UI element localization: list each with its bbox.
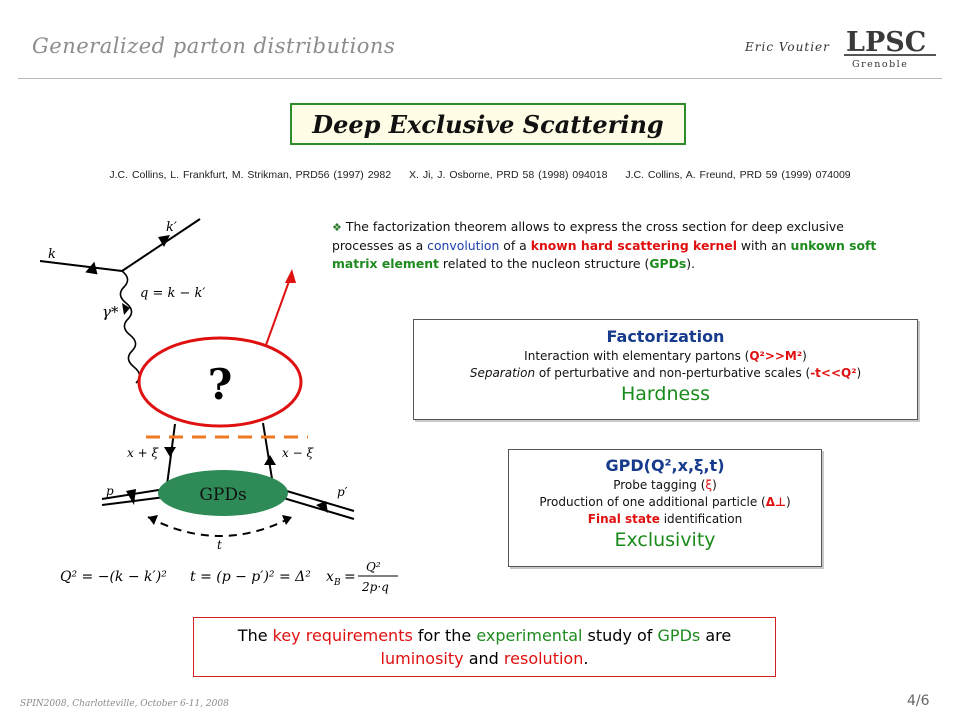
- reference-1: J.C. Collins, L. Frankfurt, M. Strikman,…: [109, 169, 392, 181]
- label-q-eq: q = k − k′: [140, 286, 205, 301]
- gpd-blob-label: GPDs: [199, 485, 246, 505]
- slide-title: Deep Exclusive Scattering: [290, 103, 686, 145]
- intro-paragraph: ❖The factorization theorem allows to exp…: [332, 219, 877, 271]
- author-name: Eric Voutier: [745, 40, 830, 54]
- reference-2: X. Ji, J. Osborne, PRD 58 (1998) 094018: [408, 169, 608, 181]
- gpd-box: GPD(Q²,x,ξ,t) Probe tagging (ξ) Producti…: [508, 449, 822, 567]
- label-x-plus-xi: x + ξ: [127, 446, 159, 460]
- formula-xb-sub: B: [333, 578, 341, 588]
- dvcs-diagram: k k′ γ* q = k − k′ ? x + ξ x − ξ p p′ GP…: [39, 218, 398, 594]
- label-x-minus-xi: x − ξ: [282, 446, 314, 460]
- reference-3: J.C. Collins, A. Freund, PRD 59 (1999) 0…: [625, 169, 851, 181]
- formula-xb-lhs: x: [326, 569, 334, 585]
- gpd-line-2: Production of one additional particle (Δ…: [539, 495, 791, 509]
- conclusion-line-2: luminosity and resolution.: [380, 649, 589, 668]
- conclusion-box: The key requirements for the experimenta…: [193, 617, 776, 677]
- lpsc-logo: LPSC Grenoble: [844, 26, 936, 70]
- label-t: t: [217, 538, 222, 552]
- factorization-title: Factorization: [606, 327, 725, 346]
- formula-q2: Q² = −(k − k′)²: [60, 569, 167, 585]
- label-k-prime: k′: [166, 220, 177, 235]
- label-gamma: γ*: [102, 303, 119, 321]
- gpd-title: GPD(Q²,x,ξ,t): [605, 456, 725, 475]
- formula-xb-den: 2p·q: [361, 580, 389, 594]
- label-p-prime: p′: [337, 485, 348, 499]
- logo-subtext: Grenoble: [852, 59, 908, 70]
- footer-conference: SPIN2008, Charlotteville, October 6-11, …: [20, 699, 229, 709]
- page-number: 4/6: [907, 693, 930, 709]
- gpd-line-1: Probe tagging (ξ): [613, 478, 717, 492]
- formula-xb-eq: =: [344, 569, 356, 585]
- gpd-line-3: Final state identification: [587, 512, 743, 526]
- header-divider: [18, 78, 942, 79]
- factorization-line-1: Interaction with elementary partons (Q²>…: [524, 349, 807, 363]
- conclusion-line-1: The key requirements for the experimenta…: [237, 626, 732, 645]
- label-p: p: [106, 484, 114, 498]
- hardness-keyword: Hardness: [621, 383, 710, 405]
- references: J.C. Collins, L. Frankfurt, M. Strikman,…: [0, 169, 960, 181]
- label-k: k: [48, 247, 56, 262]
- diamond-bullet-icon: ❖: [332, 221, 342, 234]
- factorization-box: Factorization Interaction with elementar…: [413, 319, 918, 420]
- formula-xb-num: Q²: [366, 560, 381, 574]
- header-title: Generalized parton distributions: [32, 34, 396, 58]
- factorization-line-2: Separation of perturbative and non-pertu…: [469, 366, 862, 380]
- exclusivity-keyword: Exclusivity: [614, 529, 716, 551]
- logo-text: LPSC: [846, 27, 926, 58]
- formula-t: t = (p − p′)² = Δ²: [190, 569, 311, 585]
- blob-question-mark: ?: [208, 360, 233, 409]
